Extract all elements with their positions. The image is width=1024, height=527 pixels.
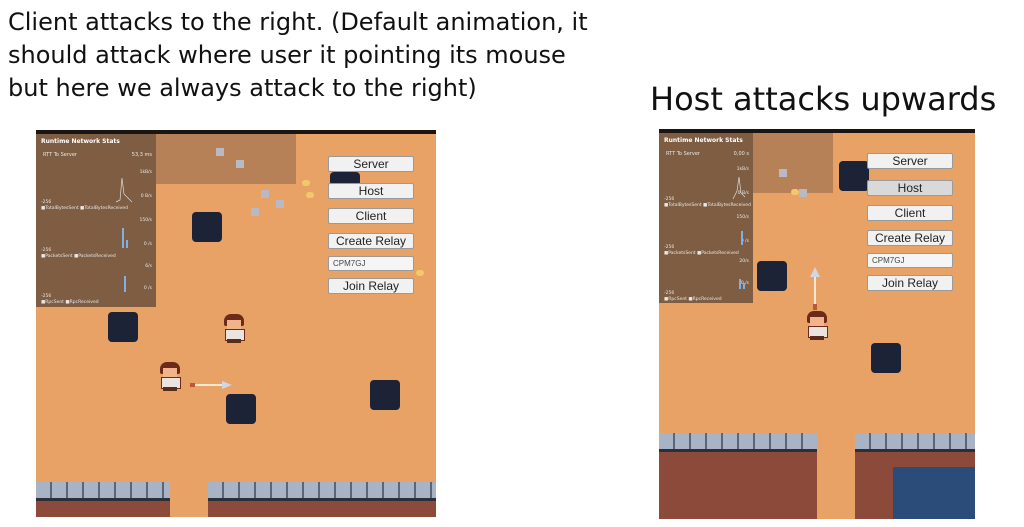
stone-wall-icon: [659, 433, 817, 519]
stone-wall-icon: [36, 482, 170, 517]
packets-graph: 150/s 0 /s -256 ■PacketsSent ■PacketsRec…: [36, 214, 156, 264]
metal-crate-icon: [757, 261, 787, 291]
packets-tick-top: 150/s: [736, 215, 749, 220]
metal-crate-icon: [192, 212, 222, 242]
bytes-graph: 1kB/s 0 B/s -256 ■TotalBytesSent ■TotalB…: [36, 164, 156, 214]
rpc-legend: ■RpcSent ■RpcReceived: [41, 300, 99, 305]
water-pool: [893, 467, 975, 519]
bytes-graph: 1kB/s 0 B/s -256 ■TotalBytesSent ■TotalB…: [659, 161, 753, 211]
host-button[interactable]: Host: [328, 183, 414, 199]
host-button[interactable]: Host: [867, 180, 953, 196]
rpc-tick-zero: 0 /s: [143, 286, 152, 291]
rtt-value: 0,00 s: [733, 151, 749, 157]
rubble-tile: [779, 169, 787, 177]
stats-title: Runtime Network Stats: [664, 137, 743, 144]
metal-crate-icon: [226, 394, 256, 424]
host-game-view: Runtime Network Stats RTT To Server 0,00…: [659, 129, 975, 519]
bytes-legend: ■TotalBytesSent ■TotalBytesReceived: [664, 203, 751, 208]
join-relay-button[interactable]: Join Relay: [867, 275, 953, 291]
packets-sparkline: [122, 228, 128, 248]
network-stats-overlay: Runtime Network Stats RTT To Server 0,00…: [659, 133, 753, 303]
packets-legend: ■PacketsSent ■PacketsReceived: [664, 251, 739, 256]
bytes-tick-top: 1kB/s: [736, 167, 749, 172]
metal-crate-icon: [370, 380, 400, 410]
rtt-label: RTT To Server: [666, 151, 700, 157]
bytes-neg-label: -256: [41, 200, 52, 205]
stone-wall-icon: [208, 482, 436, 517]
client-button[interactable]: Client: [328, 208, 414, 224]
rpc-sparkline: [739, 279, 745, 289]
create-relay-button[interactable]: Create Relay: [867, 230, 953, 246]
bytes-tick-top: 1kB/s: [139, 170, 152, 175]
network-stats-overlay: Runtime Network Stats RTT To Server 53,3…: [36, 134, 156, 307]
rpc-tick-top: 6/s: [145, 264, 152, 269]
metal-crate-icon: [839, 161, 869, 191]
packets-sparkline: [741, 231, 743, 245]
top-bar: [36, 130, 436, 134]
metal-crate-icon: [871, 343, 901, 373]
gold-coin-icon: [416, 270, 424, 276]
dark-floor-patch: [753, 133, 833, 193]
rpc-graph: 6/s 0 /s -256 ■RpcSent ■RpcReceived: [36, 262, 156, 312]
rubble-tile: [799, 189, 807, 197]
rubble-tile: [251, 208, 259, 216]
server-button[interactable]: Server: [867, 153, 953, 169]
rpc-tick-top: 20/s: [739, 259, 749, 264]
packets-legend: ■PacketsSent ■PacketsReceived: [41, 254, 116, 259]
rpc-legend: ■RpcSent ■RpcReceived: [664, 297, 722, 302]
arrow-projectile-icon: [810, 267, 820, 310]
player-character-icon: [803, 311, 831, 341]
player-character-icon: [220, 314, 248, 344]
top-bar: [659, 129, 975, 133]
rubble-tile: [261, 190, 269, 198]
packets-neg-label: -256: [41, 248, 52, 253]
join-code-input[interactable]: CPM7GJ: [328, 256, 414, 271]
gold-coin-icon: [306, 192, 314, 198]
player-character-icon: [156, 362, 184, 392]
rpc-neg-label: -256: [41, 294, 52, 299]
rtt-label: RTT To Server: [43, 152, 77, 158]
packets-tick-zero: 0 /s: [740, 239, 749, 244]
rubble-tile: [236, 160, 244, 168]
rubble-tile: [276, 200, 284, 208]
join-relay-button[interactable]: Join Relay: [328, 278, 414, 294]
bytes-sparkline: [115, 177, 133, 203]
arrow-projectile-icon: [190, 381, 232, 389]
gold-coin-icon: [302, 180, 310, 186]
bytes-neg-label: -256: [664, 197, 675, 202]
packets-tick-zero: 0 /s: [143, 242, 152, 247]
client-button[interactable]: Client: [867, 205, 953, 221]
client-game-view: Runtime Network Stats RTT To Server 53,3…: [36, 130, 436, 517]
packets-tick-top: 150/s: [139, 218, 152, 223]
bytes-legend: ■TotalBytesSent ■TotalBytesReceived: [41, 206, 128, 211]
rtt-value: 53,3 ms: [131, 152, 152, 158]
rpc-sparkline: [124, 276, 126, 292]
rpc-neg-label: -256: [664, 291, 675, 296]
gold-coin-icon: [791, 189, 799, 195]
stats-title: Runtime Network Stats: [41, 138, 120, 145]
packets-graph: 150/s 0 /s -256 ■PacketsSent ■PacketsRec…: [659, 211, 753, 261]
dark-floor-patch: [156, 134, 296, 184]
rpc-graph: 20/s 0 /s -256 ■RpcSent ■RpcReceived: [659, 257, 753, 307]
join-code-input[interactable]: CPM7GJ: [867, 253, 953, 268]
bytes-tick-zero: 0 B/s: [140, 194, 152, 199]
create-relay-button[interactable]: Create Relay: [328, 233, 414, 249]
server-button[interactable]: Server: [328, 156, 414, 172]
bytes-sparkline: [732, 176, 746, 200]
metal-crate-icon: [108, 312, 138, 342]
packets-neg-label: -256: [664, 245, 675, 250]
left-caption: Client attacks to the right. (Default an…: [8, 8, 588, 102]
metal-crate-icon: [330, 172, 360, 186]
right-caption: Host attacks upwards: [650, 80, 997, 118]
rubble-tile: [216, 148, 224, 156]
bytes-tick-zero: 0 B/s: [737, 191, 749, 196]
